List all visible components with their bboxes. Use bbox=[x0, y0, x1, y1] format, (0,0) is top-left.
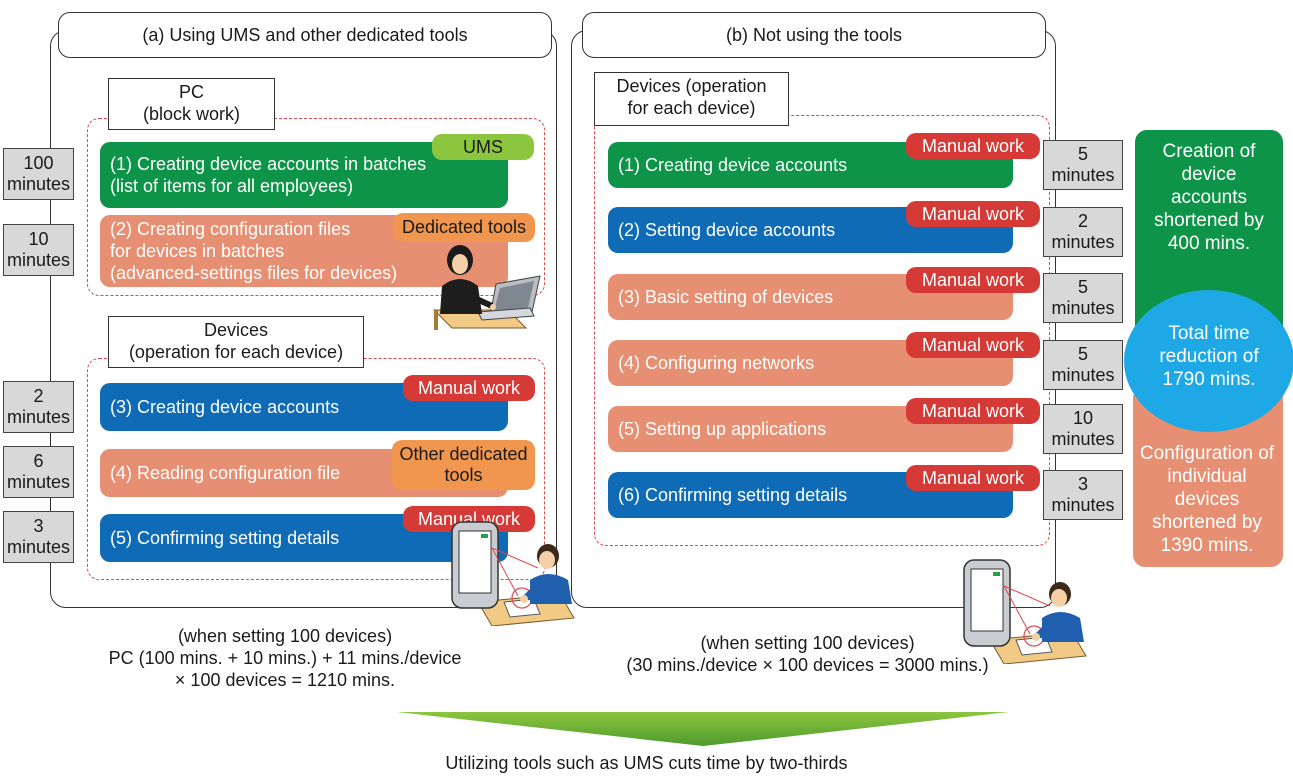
step-a4-time: 6 minutes bbox=[3, 446, 74, 498]
step-b3-tag: Manual work bbox=[906, 267, 1040, 293]
step-a4-tag: Other dedicated tools bbox=[392, 440, 535, 490]
step-a2-tag: Dedicated tools bbox=[393, 213, 535, 242]
step-b5-bar: (5) Setting up applications bbox=[608, 406, 1013, 452]
step-a2-time: 10 minutes bbox=[3, 224, 74, 276]
pc-section-label: PC (block work) bbox=[108, 78, 275, 130]
step-a3-time: 2 minutes bbox=[3, 381, 74, 433]
summary-total-text: Total time reduction of 1790 mins. bbox=[1159, 323, 1259, 390]
step-b1-tag: Manual work bbox=[906, 133, 1040, 159]
step-b3-time: 5 minutes bbox=[1043, 273, 1123, 323]
step-b4-time: 5 minutes bbox=[1043, 340, 1123, 390]
step-a1-tag: UMS bbox=[432, 134, 534, 160]
conclusion-arrow bbox=[397, 712, 1009, 746]
panel-a-caption: (when setting 100 devices) PC (100 mins.… bbox=[108, 626, 462, 690]
step-b1-time: 5 minutes bbox=[1043, 140, 1123, 190]
panel-b-caption: (when setting 100 devices) (30 mins./dev… bbox=[626, 633, 989, 675]
step-b5-tag: Manual work bbox=[906, 398, 1040, 424]
step-a5-time: 3 minutes bbox=[3, 511, 74, 563]
devices-section-label-a: Devices (operation for each device) bbox=[108, 316, 364, 368]
summary-total-circle bbox=[1124, 290, 1293, 432]
devices-area-b bbox=[594, 115, 1050, 546]
step-b2-time: 2 minutes bbox=[1043, 207, 1123, 257]
pc-block-area bbox=[87, 118, 545, 296]
step-b5-time: 10 minutes bbox=[1043, 404, 1123, 454]
step-a1-time: 100 minutes bbox=[3, 148, 74, 200]
step-a3-tag: Manual work bbox=[403, 375, 535, 401]
step-a1-bar: (1) Creating device accounts in batches … bbox=[100, 142, 508, 208]
step-b6-time: 3 minutes bbox=[1043, 470, 1123, 520]
devices-section-label-b: Devices (operation for each device) bbox=[594, 72, 789, 126]
step-b4-tag: Manual work bbox=[906, 332, 1040, 358]
step-b6-tag: Manual work bbox=[906, 465, 1040, 491]
conclusion-text: Utilizing tools such as UMS cuts time by… bbox=[445, 753, 848, 773]
panel-a-title: (a) Using UMS and other dedicated tools bbox=[58, 12, 552, 58]
summary-config-text: Configuration of individual devices shor… bbox=[1139, 443, 1275, 556]
device-worker-illustration-b bbox=[963, 559, 1087, 664]
step-a3-bar: (3) Creating device accounts bbox=[100, 383, 508, 431]
panel-b-title: (b) Not using the tools bbox=[582, 12, 1046, 58]
step-b4-bar: (4) Configuring networks bbox=[608, 340, 1013, 386]
step-b2-tag: Manual work bbox=[906, 201, 1040, 227]
summary-accounts-text: Creation of device accounts shortened by… bbox=[1154, 141, 1264, 254]
pc-worker-illustration bbox=[432, 245, 541, 330]
device-worker-illustration-a bbox=[451, 521, 575, 626]
